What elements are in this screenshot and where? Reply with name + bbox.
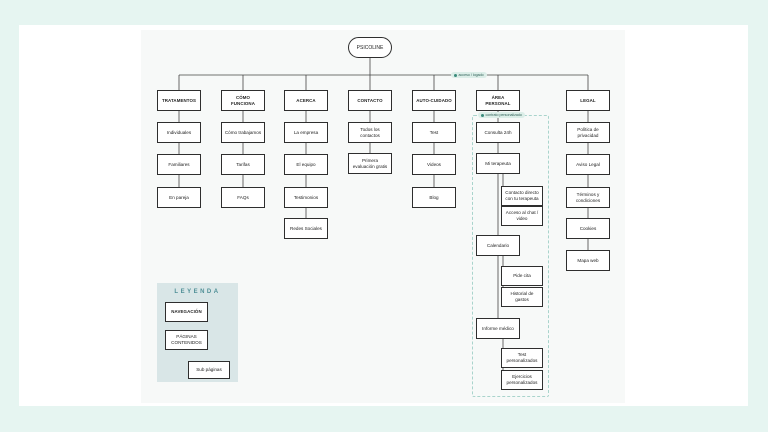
- page-como-trabajamos: Cómo trabajamos: [221, 122, 265, 143]
- subpage-pide-cita: Pide cita: [501, 266, 543, 286]
- page-redes-sociales: Redes Sociales: [284, 218, 328, 239]
- page-faqs: FAQs: [221, 187, 265, 208]
- page-individuales: Individuales: [157, 122, 201, 143]
- page-mapa-web: Mapa web: [566, 250, 610, 271]
- legend-navegacion: NAVEGACIÓN: [165, 302, 208, 322]
- page-familiares: Familiares: [157, 154, 201, 175]
- legend-title: LEYENDA: [174, 289, 221, 295]
- nav-auto-cuidado: AUTO-CUIDADO: [412, 90, 456, 111]
- legend-sub-paginas: Sub páginas: [188, 361, 230, 379]
- page-tarifas: Tarifas: [221, 154, 265, 175]
- subpage-acceso-chat: Acceso al chat / video: [501, 206, 543, 226]
- page-blog: Blog: [412, 187, 456, 208]
- page-consulta-24h: Consulta 24h: [476, 122, 520, 143]
- nav-tratamientos: TRATAMENTOS: [157, 90, 201, 111]
- logged-badge: acceso / logado: [451, 72, 487, 78]
- page-cookies: Cookies: [566, 218, 610, 239]
- nav-contacto: CONTACTO: [348, 90, 392, 111]
- page-primera-evaluacion: Primera evaluación gratis: [348, 153, 392, 174]
- logged-badge-label: acceso / logado: [458, 73, 484, 77]
- dot-icon: [481, 113, 484, 117]
- nav-legal: LEGAL: [566, 90, 610, 111]
- page-terminos-condiciones: Términos y condiciones: [566, 187, 610, 208]
- page-mi-terapeuta: Mi terapeuta: [476, 153, 520, 174]
- dot-icon: [454, 73, 457, 77]
- page-aviso-legal: Aviso Legal: [566, 154, 610, 175]
- subpage-test-personalizados: Test personalizados: [501, 348, 543, 368]
- legend-paginas-contenidos: PÁGINAS CONTENIDOS: [165, 330, 208, 350]
- nav-area-personal: ÁREA PERSONAL: [476, 90, 520, 111]
- page-la-empresa: La empresa: [284, 122, 328, 143]
- page-calendario: Calendario: [476, 235, 520, 256]
- page-informe-medico: Informe médico: [476, 318, 520, 339]
- subpage-historial-gastos: Historial de gastos: [501, 287, 543, 307]
- subpage-contacto-directo: Contacto directo con tu terapeuta: [501, 186, 543, 206]
- subpage-ejercicios-personalizados: Ejercicios personalizados: [501, 370, 543, 390]
- personal-badge-label: contrato personalizado: [485, 113, 522, 117]
- page-test: Test: [412, 122, 456, 143]
- nav-acerca: ACERCA: [284, 90, 328, 111]
- page-videos: Videos: [412, 154, 456, 175]
- page-todos-contactos: Todos los contactos: [348, 122, 392, 143]
- root-node: PSICOLINE: [348, 37, 392, 58]
- page-testimonios: Testimonios: [284, 187, 328, 208]
- page-en-pareja: En pareja: [157, 187, 201, 208]
- page-el-equipo: El equipo: [284, 154, 328, 175]
- nav-como-funciona: CÓMO FUNCIONA: [221, 90, 265, 111]
- page-politica-privacidad: Política de privacidad: [566, 122, 610, 143]
- personal-badge: contrato personalizado: [478, 112, 525, 118]
